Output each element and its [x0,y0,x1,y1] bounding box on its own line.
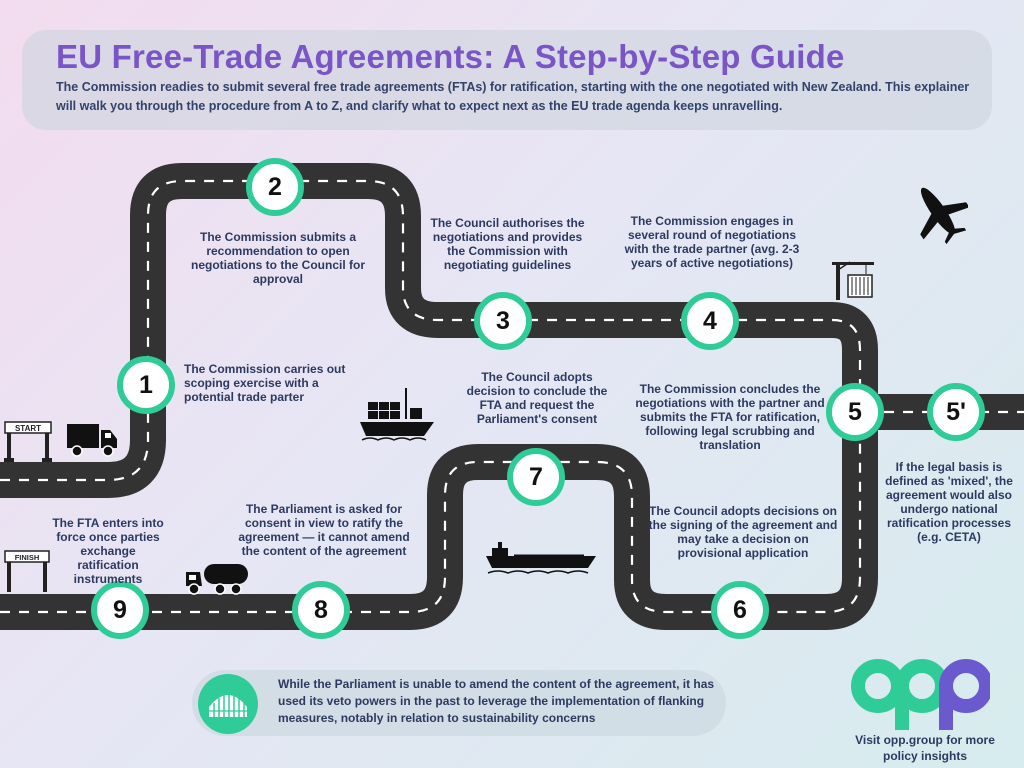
page-subtitle: The Commission readies to submit several… [56,80,970,113]
step-8-text: The Parliament is asked for consent in v… [238,502,410,558]
note-panel [192,670,726,736]
parliament-icon [198,674,258,734]
step-badge-5-prime: 5' [927,383,985,441]
tank-truck-icon [186,564,248,595]
step-6-text: The Council adopts decisions on the sign… [648,504,838,560]
start-label: START [15,424,41,433]
cargo-ship-icon [360,388,434,441]
opp-logo [851,659,990,730]
start-gate-icon: START [4,421,52,462]
step-badge-1: 1 [117,356,175,414]
step-badge-7: 7 [507,448,565,506]
step-badge-3: 3 [474,292,532,350]
footer-text: Visit opp.group for more policy insights [855,733,995,763]
truck-icon [67,424,117,457]
step-2-text: The Commission submits a recommendation … [191,230,365,286]
page-title: EU Free-Trade Agreements: A Step-by-Step… [56,38,845,75]
step-5-text: The Commission concludes the negotiation… [635,382,825,452]
tanker-ship-icon [486,542,596,574]
step-4-text: The Commission engages in several round … [624,214,800,270]
airplane-icon [920,187,968,244]
finish-gate-icon: FINISH [4,550,50,592]
step-badge-9: 9 [91,581,149,639]
step-1-text: The Commission carries out scoping exerc… [184,362,346,404]
step-badge-6: 6 [711,581,769,639]
step-badge-5: 5 [826,383,884,441]
header-panel [22,30,992,130]
step-badge-2: 2 [246,158,304,216]
note-text: While the Parliament is unable to amend … [278,677,715,725]
road [0,163,1024,630]
step-3-text: The Council authorises the negotiations … [430,216,585,272]
step-9-text: The FTA enters into force once parties e… [52,516,164,586]
finish-label: FINISH [15,553,40,562]
step-badge-8: 8 [292,581,350,639]
step-badge-4: 4 [681,292,739,350]
step-5-prime-text: If the legal basis is defined as 'mixed'… [885,460,1013,544]
step-7-text: The Council adopts decision to conclude … [466,370,608,426]
crane-icon [832,261,874,300]
